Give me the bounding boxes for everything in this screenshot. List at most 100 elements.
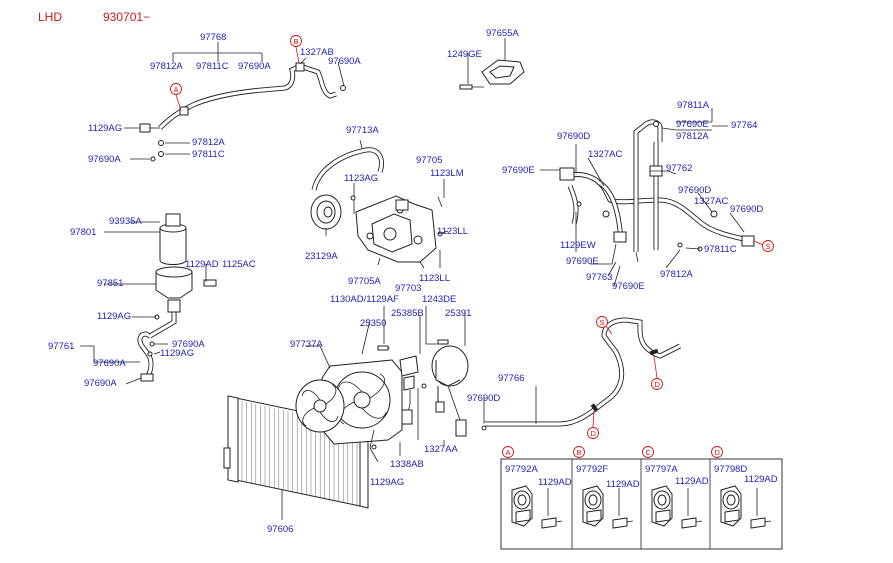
label-97797a: 97797A <box>645 464 678 475</box>
label-1123lm: 1123LM <box>430 168 464 179</box>
callout-d-circle <box>651 378 663 390</box>
callout-s-circle <box>762 240 774 252</box>
label-97811a: 97811A <box>677 100 710 111</box>
label-1327ac: 1327AC <box>588 149 622 160</box>
label-25391: 25391 <box>445 308 471 319</box>
callout-s: S <box>766 242 771 251</box>
header-code: 930701− <box>103 10 150 24</box>
label-97705a: 97705A <box>348 276 381 287</box>
callout-b-circle <box>290 35 302 47</box>
callout-s-2: S <box>600 318 605 327</box>
label-1130ad-1129af: 1130AD/1129AF <box>330 294 399 305</box>
label-1338ab: 1338AB <box>390 459 424 470</box>
label-97690d: 97690D <box>557 131 590 142</box>
label-1327aa: 1327AA <box>424 444 458 455</box>
label-23129a: 23129A <box>305 251 338 262</box>
label-1327ab: 1327AB <box>300 47 334 58</box>
compressor-group <box>310 139 449 269</box>
callout-a: A <box>174 85 179 94</box>
header-variant: LHD <box>38 10 62 24</box>
label-1129ew: 1129EW <box>560 240 596 251</box>
callout-d-circle-2 <box>711 446 723 458</box>
label-1129ag: 1129AG <box>160 348 194 359</box>
callout-a-2: A <box>506 448 511 457</box>
label-1243de: 1243DE <box>422 294 456 305</box>
label-97811c: 97811C <box>704 244 737 255</box>
label-1123ll: 1123LL <box>437 226 468 237</box>
label-25350: 25350 <box>360 318 386 329</box>
label-97763: 97763 <box>586 272 612 283</box>
label-97713a: 97713A <box>346 125 379 136</box>
label-97764: 97764 <box>731 120 757 131</box>
label-97690a: 97690A <box>84 378 117 389</box>
label-1129ad: 1129AD <box>606 479 640 490</box>
label-97690a: 97690A <box>328 56 361 67</box>
label-97851: 97851 <box>97 278 123 289</box>
label-1129ad: 1129AD <box>675 476 709 487</box>
callout-d: D <box>655 380 661 389</box>
label-97766: 97766 <box>498 373 524 384</box>
label-97606: 97606 <box>267 524 293 535</box>
receiver-drier-group <box>80 213 217 385</box>
label-97812a: 97812A <box>192 137 225 148</box>
label-97690a: 97690A <box>88 154 121 165</box>
label-97762: 97762 <box>666 163 692 174</box>
label-25385b: 25385B <box>391 308 424 319</box>
callout-c-circle-2 <box>642 446 654 458</box>
label-1125ac: 1125AC <box>222 259 256 270</box>
label-97792f: 97792F <box>576 464 608 475</box>
callout-s-circle-2 <box>596 316 608 328</box>
label-97690e: 97690E <box>676 119 709 130</box>
label-97690d: 97690D <box>467 393 500 404</box>
label-1327ac: 1327AC <box>694 196 728 207</box>
label-97768: 97768 <box>200 32 226 43</box>
pipe-97766 <box>484 317 682 427</box>
label-97690e: 97690E <box>502 165 535 176</box>
label-97792a: 97792A <box>505 464 538 475</box>
label-97690e: 97690E <box>566 256 599 267</box>
label-97812a: 97812A <box>660 269 693 280</box>
label-97812a: 97812A <box>150 61 183 72</box>
label-1129ad: 1129AD <box>185 259 219 270</box>
label-97690d: 97690D <box>678 185 711 196</box>
callout-a-circle-2 <box>502 446 514 458</box>
callout-b-2: B <box>577 448 582 457</box>
label-1129ad: 1129AD <box>744 474 778 485</box>
callout-a-circle <box>170 83 182 95</box>
condenser-fan-group <box>223 306 487 520</box>
callout-c-2: C <box>646 448 652 457</box>
label-1123ag: 1123AG <box>344 173 378 184</box>
callout-b: B <box>294 37 299 46</box>
label-97690d: 97690D <box>730 204 763 215</box>
label-97655a: 97655A <box>486 28 519 39</box>
label-97690a: 97690A <box>93 358 126 369</box>
label-1129ag: 1129AG <box>97 311 131 322</box>
label-1249ge: 1249GE <box>447 49 482 60</box>
label-93935a: 93935A <box>109 216 142 227</box>
label-97705: 97705 <box>416 155 442 166</box>
callout-c-circle <box>587 427 599 439</box>
label-97798d: 97798D <box>714 464 747 475</box>
hose-group-97762 <box>540 108 755 287</box>
callout-b-circle-2 <box>573 446 585 458</box>
label-1129ag: 1129AG <box>370 477 404 488</box>
clamp-detail-panel <box>500 458 783 550</box>
label-97703: 97703 <box>395 283 421 294</box>
label-97690e: 97690E <box>612 281 645 292</box>
hose-assembly-97768 <box>124 42 346 162</box>
bracket-97655a <box>459 38 525 90</box>
label-1129ag: 1129AG <box>88 123 122 134</box>
label-97761: 97761 <box>48 341 74 352</box>
label-97690a: 97690A <box>238 61 271 72</box>
label-97801: 97801 <box>70 227 96 238</box>
label-97811c: 97811C <box>192 149 225 160</box>
label-97812a: 97812A <box>676 131 709 142</box>
callout-d-2: D <box>715 448 721 457</box>
label-97811c: 97811C <box>196 61 229 72</box>
callout-c: D <box>591 429 597 438</box>
label-97737a: 97737A <box>290 339 323 350</box>
label-1123ll: 1123LL <box>419 273 450 284</box>
label-1129ad: 1129AD <box>538 477 572 488</box>
label-97690a: 97690A <box>172 339 205 350</box>
